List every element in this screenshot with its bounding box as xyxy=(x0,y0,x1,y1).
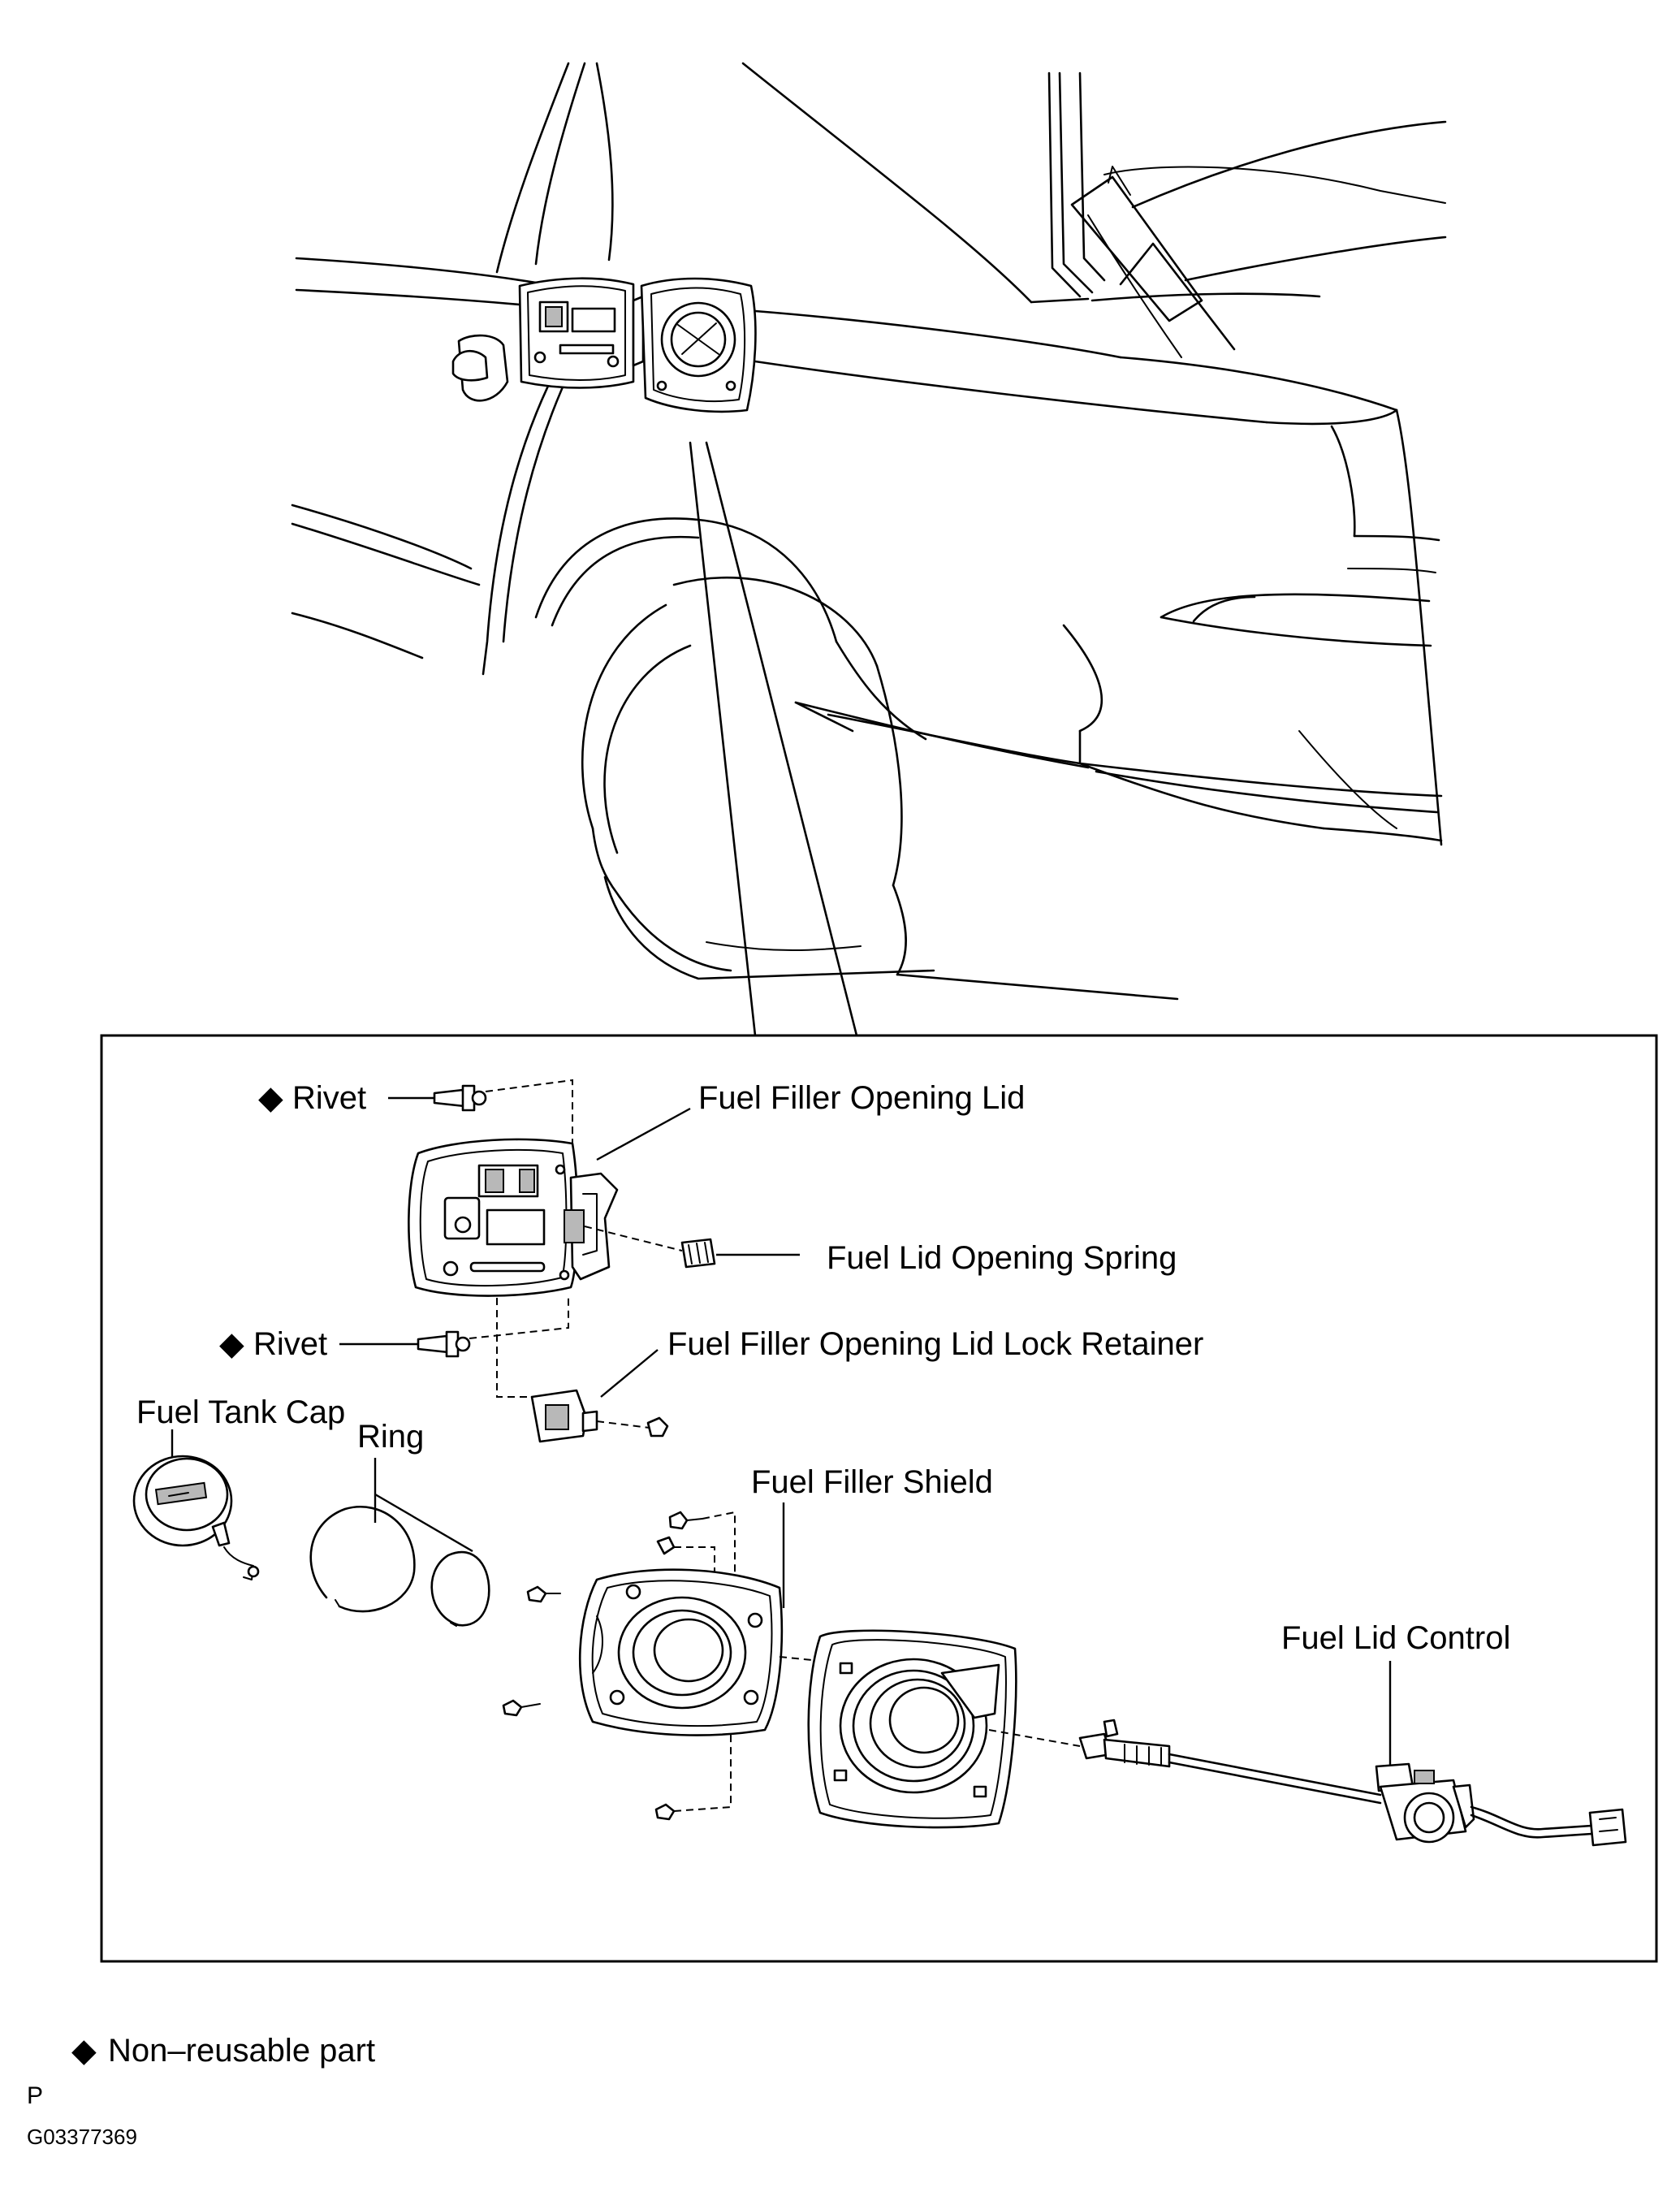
fuel-filler-opening-lid-lock-retainer: Fuel Filler Opening Lid Lock Retainer xyxy=(530,1326,1203,1443)
car-rear-quarter-illustration xyxy=(291,62,1447,1037)
fuel-tank-cap-label: Fuel Tank Cap xyxy=(136,1394,345,1430)
fuel-filler-opening-lid: Fuel Filler Opening Lid xyxy=(408,1080,1025,1297)
fuel-lid-control-label: Fuel Lid Control xyxy=(1281,1620,1510,1656)
rivet-bottom-label: Rivet xyxy=(253,1326,327,1362)
rivet-top: ◆ Rivet xyxy=(258,1079,573,1182)
figure-id: G03377369 xyxy=(27,2125,137,2149)
detail-frame xyxy=(100,1034,1658,1963)
non-reusable-marker-top: ◆ xyxy=(258,1080,283,1116)
legend: ◆ Non–reusable part xyxy=(71,2033,375,2069)
fuel-filler-shield: Fuel Filler Shield xyxy=(502,1464,993,1821)
rivet-top-label: Rivet xyxy=(292,1080,366,1116)
legend-marker-icon: ◆ xyxy=(71,2033,97,2069)
fuel-lid-opening-spring: Fuel Lid Opening Spring xyxy=(584,1226,1177,1276)
fuel-lid-opening-spring-label: Fuel Lid Opening Spring xyxy=(827,1240,1177,1276)
lock-retainer-label: Fuel Filler Opening Lid Lock Retainer xyxy=(667,1326,1203,1362)
rings: Ring xyxy=(309,1419,490,1627)
legend-text: Non–reusable part xyxy=(108,2033,375,2069)
fuel-filler-opening-lid-label: Fuel Filler Opening Lid xyxy=(698,1080,1025,1116)
filler-housing xyxy=(807,1629,1081,1829)
fuel-tank-cap: Fuel Tank Cap xyxy=(132,1394,345,1580)
footer-letter: P xyxy=(27,2082,43,2109)
fuel-lid-control: Fuel Lid Control xyxy=(1078,1620,1627,1847)
non-reusable-marker-bottom: ◆ xyxy=(219,1326,244,1362)
ring-label: Ring xyxy=(357,1419,424,1455)
rivet-bottom: ◆ Rivet xyxy=(219,1295,569,1398)
fuel-filler-shield-label: Fuel Filler Shield xyxy=(751,1464,993,1500)
